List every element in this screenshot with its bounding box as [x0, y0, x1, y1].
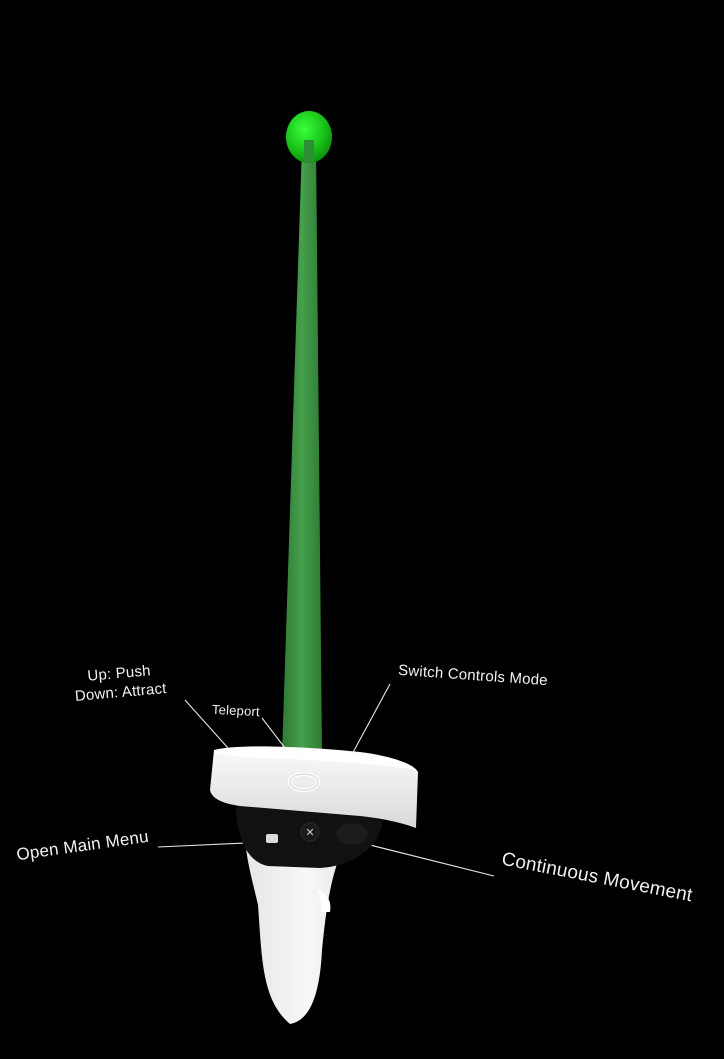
x-button-glyph: ✕ [305, 827, 314, 839]
pointer-tip-stem [304, 140, 314, 162]
oculus-logo-outline [289, 773, 319, 791]
left-vr-controller[interactable]: ✕ [210, 746, 418, 1024]
trigger-notch [318, 890, 331, 912]
pointer-tip-sphere [286, 111, 332, 163]
label-push-attract: Up: Push Down: Attract [73, 660, 168, 706]
callout-line-switch-mode [349, 683, 391, 759]
tracking-ring-top [216, 748, 416, 770]
label-teleport: Teleport [211, 701, 261, 720]
x-button-icon[interactable] [300, 822, 320, 842]
pointer-ray [282, 145, 322, 755]
callout-line-push-attract [184, 699, 229, 749]
thumbstick-icon[interactable] [336, 823, 368, 845]
menu-button-icon[interactable] [266, 834, 278, 843]
callout-line-teleport [261, 717, 286, 749]
